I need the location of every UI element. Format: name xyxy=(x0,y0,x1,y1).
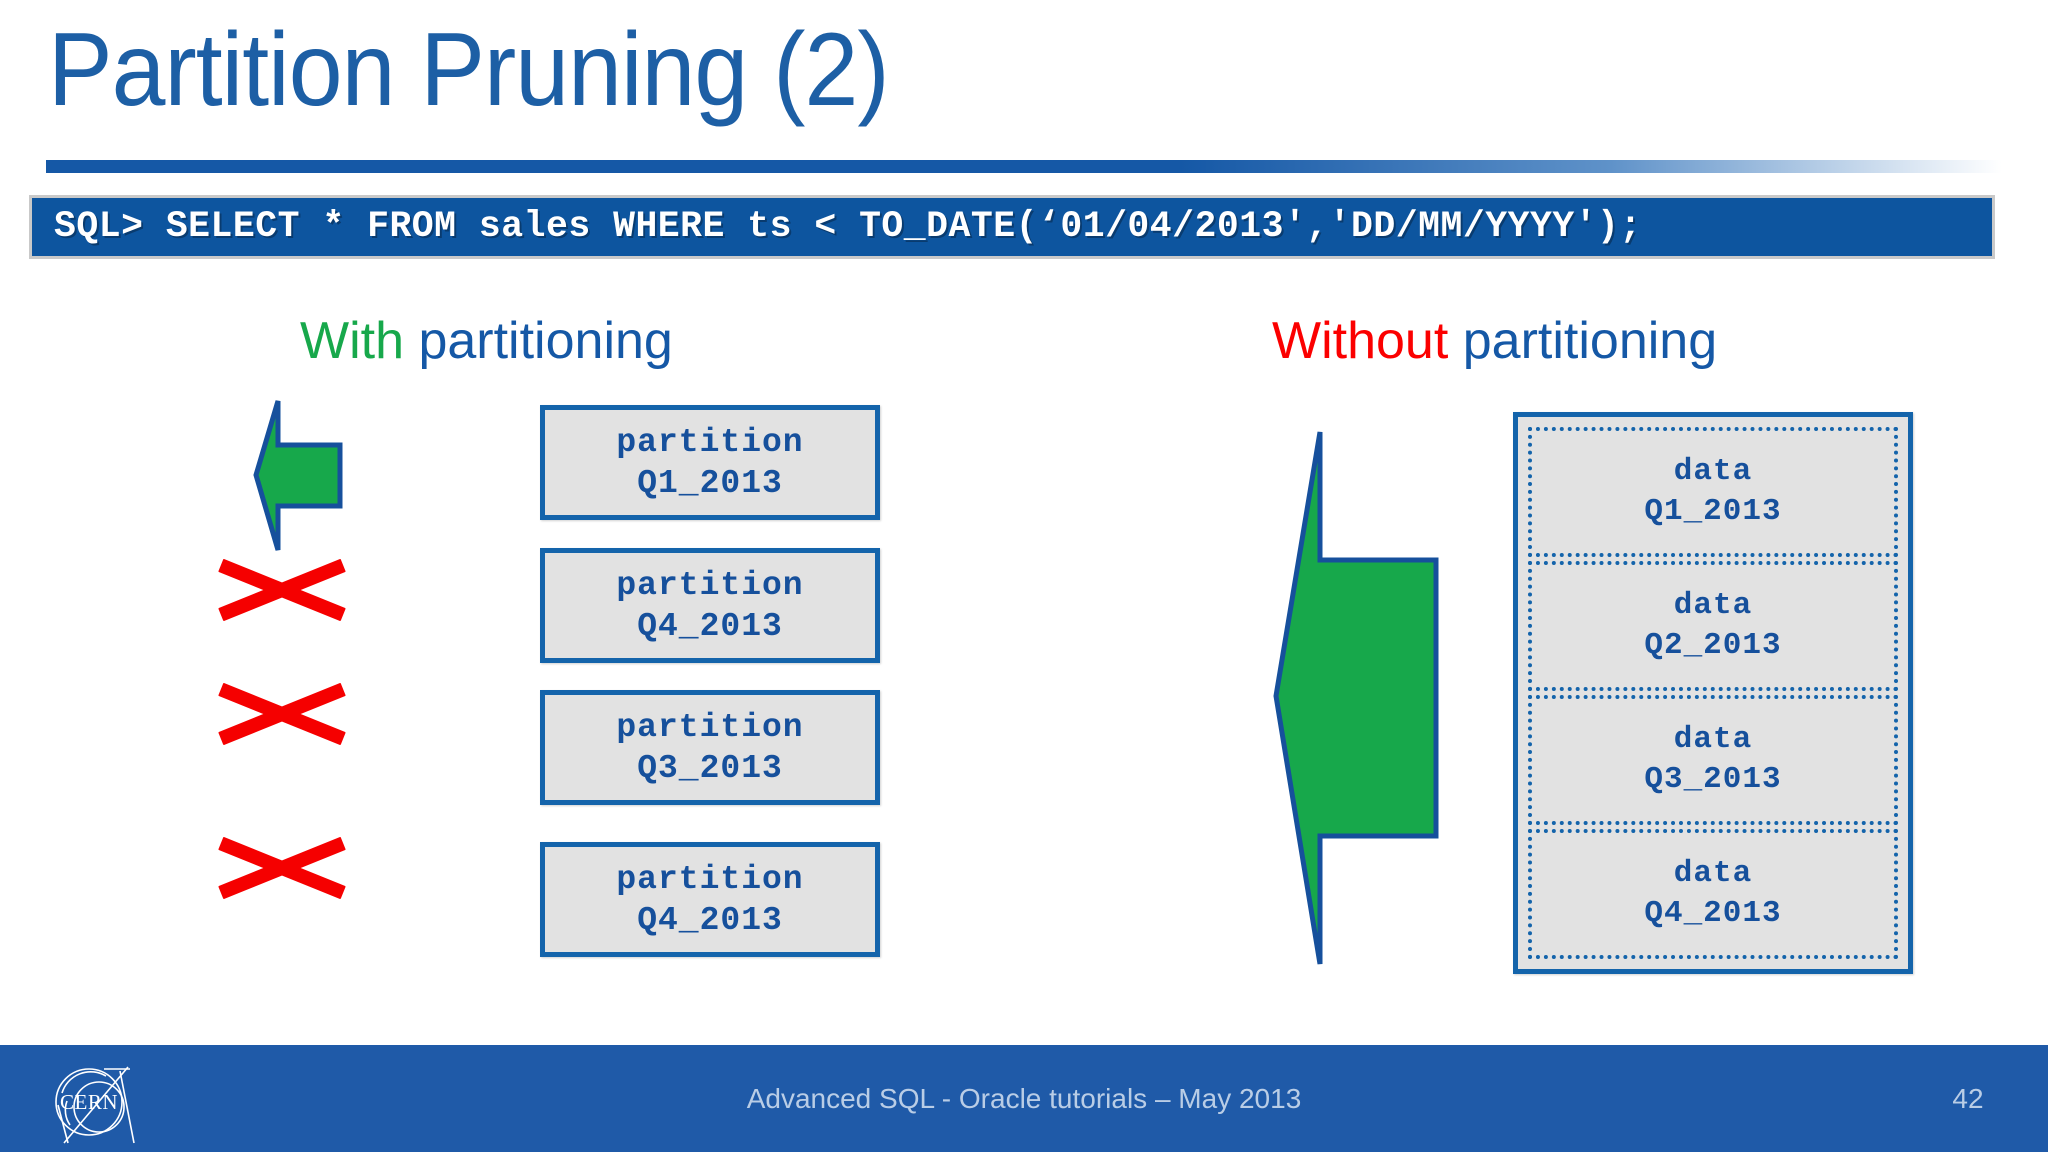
red-cross-icon-pruned-2 xyxy=(218,672,346,752)
heading-without-rest: partitioning xyxy=(1448,312,1718,370)
data-row: data Q1_2013 xyxy=(1528,427,1898,557)
data-row-line2: Q3_2013 xyxy=(1644,762,1782,797)
data-row: data Q4_2013 xyxy=(1528,829,1898,959)
red-cross-icon-pruned-1 xyxy=(218,548,346,628)
cern-logo-icon: CERN xyxy=(42,1059,162,1144)
data-row-line2: Q1_2013 xyxy=(1644,494,1782,529)
heading-with-emphasis: With xyxy=(300,312,404,370)
sql-statement-text: SQL> SELECT * FROM sales WHERE ts < TO_D… xyxy=(54,206,1642,248)
partition-box: partition Q4_2013 xyxy=(540,548,880,663)
heading-with-rest: partitioning xyxy=(404,312,673,370)
red-cross-icon-pruned-3 xyxy=(218,826,346,906)
partition-box-line1: partition xyxy=(616,566,804,604)
partition-box: partition Q1_2013 xyxy=(540,405,880,520)
data-row-line1: data xyxy=(1673,454,1753,489)
heading-with-partitioning: With partitioning xyxy=(300,312,673,370)
page-title: Partition Pruning (2) xyxy=(48,12,890,128)
partition-box-line1: partition xyxy=(616,423,804,461)
data-row-line1: data xyxy=(1673,856,1753,891)
data-row-line2: Q2_2013 xyxy=(1644,628,1782,663)
sql-statement-bar: SQL> SELECT * FROM sales WHERE ts < TO_D… xyxy=(32,198,1992,256)
cern-logo-label: CERN xyxy=(60,1090,118,1114)
partition-box-line2: Q4_2013 xyxy=(637,607,783,645)
partition-box: partition Q3_2013 xyxy=(540,690,880,805)
data-row-line1: data xyxy=(1673,722,1753,757)
heading-without-partitioning: Without partitioning xyxy=(1272,312,1717,370)
data-table-box: data Q1_2013 data Q2_2013 data Q3_2013 d… xyxy=(1513,412,1913,974)
footer-title: Advanced SQL - Oracle tutorials – May 20… xyxy=(746,1083,1302,1114)
green-arrow-icon-scan-q1 xyxy=(252,398,347,553)
heading-without-emphasis: Without xyxy=(1272,312,1449,370)
green-arrow-icon-full-scan xyxy=(1268,428,1468,968)
partition-box-line1: partition xyxy=(616,860,804,898)
partition-box-line2: Q1_2013 xyxy=(637,464,783,502)
data-row-line2: Q4_2013 xyxy=(1644,896,1782,931)
data-row-line1: data xyxy=(1673,588,1753,623)
footer-page-number: 42 xyxy=(1952,1083,1984,1114)
partition-box: partition Q4_2013 xyxy=(540,842,880,957)
partition-box-line2: Q4_2013 xyxy=(637,901,783,939)
data-row: data Q2_2013 xyxy=(1528,561,1898,691)
title-divider xyxy=(46,160,2002,173)
partition-box-line1: partition xyxy=(616,708,804,746)
partition-box-line2: Q3_2013 xyxy=(637,749,783,787)
slide-footer: CERN Advanced SQL - Oracle tutorials – M… xyxy=(0,1045,2048,1152)
data-row: data Q3_2013 xyxy=(1528,695,1898,825)
